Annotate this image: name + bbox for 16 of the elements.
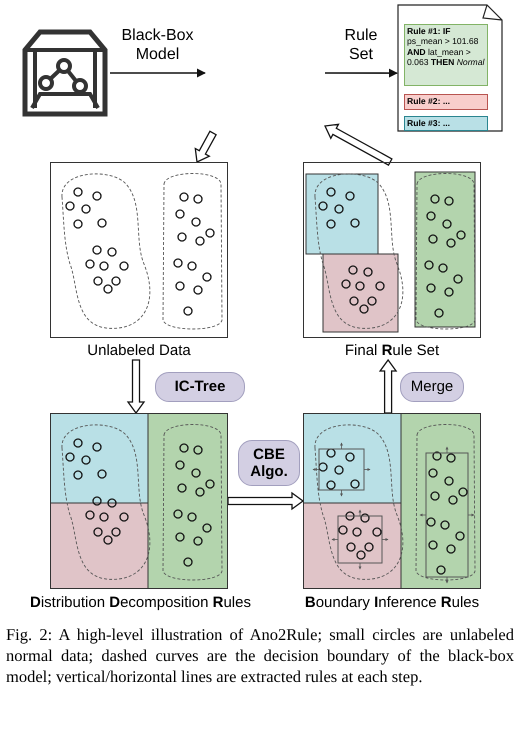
figure-caption: Fig. 2: A high-level illustration of Ano2Rule; small circles are unlabeled normal data; dashed curves are the decision boundary of the black-box model; vertical/horizontal lines are extracted rules at each step.	[6, 624, 514, 687]
block-arrow	[194, 130, 217, 163]
block-arrow	[126, 359, 146, 414]
block-arrow	[227, 492, 304, 510]
panel-title: Final Rule Set	[344, 342, 440, 359]
arrow	[325, 68, 398, 78]
block-arrow	[324, 124, 393, 166]
step-label: Merge	[400, 372, 464, 402]
block-arrow	[378, 358, 398, 414]
panel-title: Distribution Decomposition Rules	[30, 594, 248, 611]
step-label: IC-Tree	[155, 372, 245, 402]
arrow	[110, 68, 206, 78]
step-label: CBE Algo.	[238, 440, 300, 486]
panel-title: Unlabeled Data	[86, 342, 192, 359]
model-box-icon	[20, 28, 110, 118]
panel-title: Boundary Inference Rules	[304, 594, 480, 611]
